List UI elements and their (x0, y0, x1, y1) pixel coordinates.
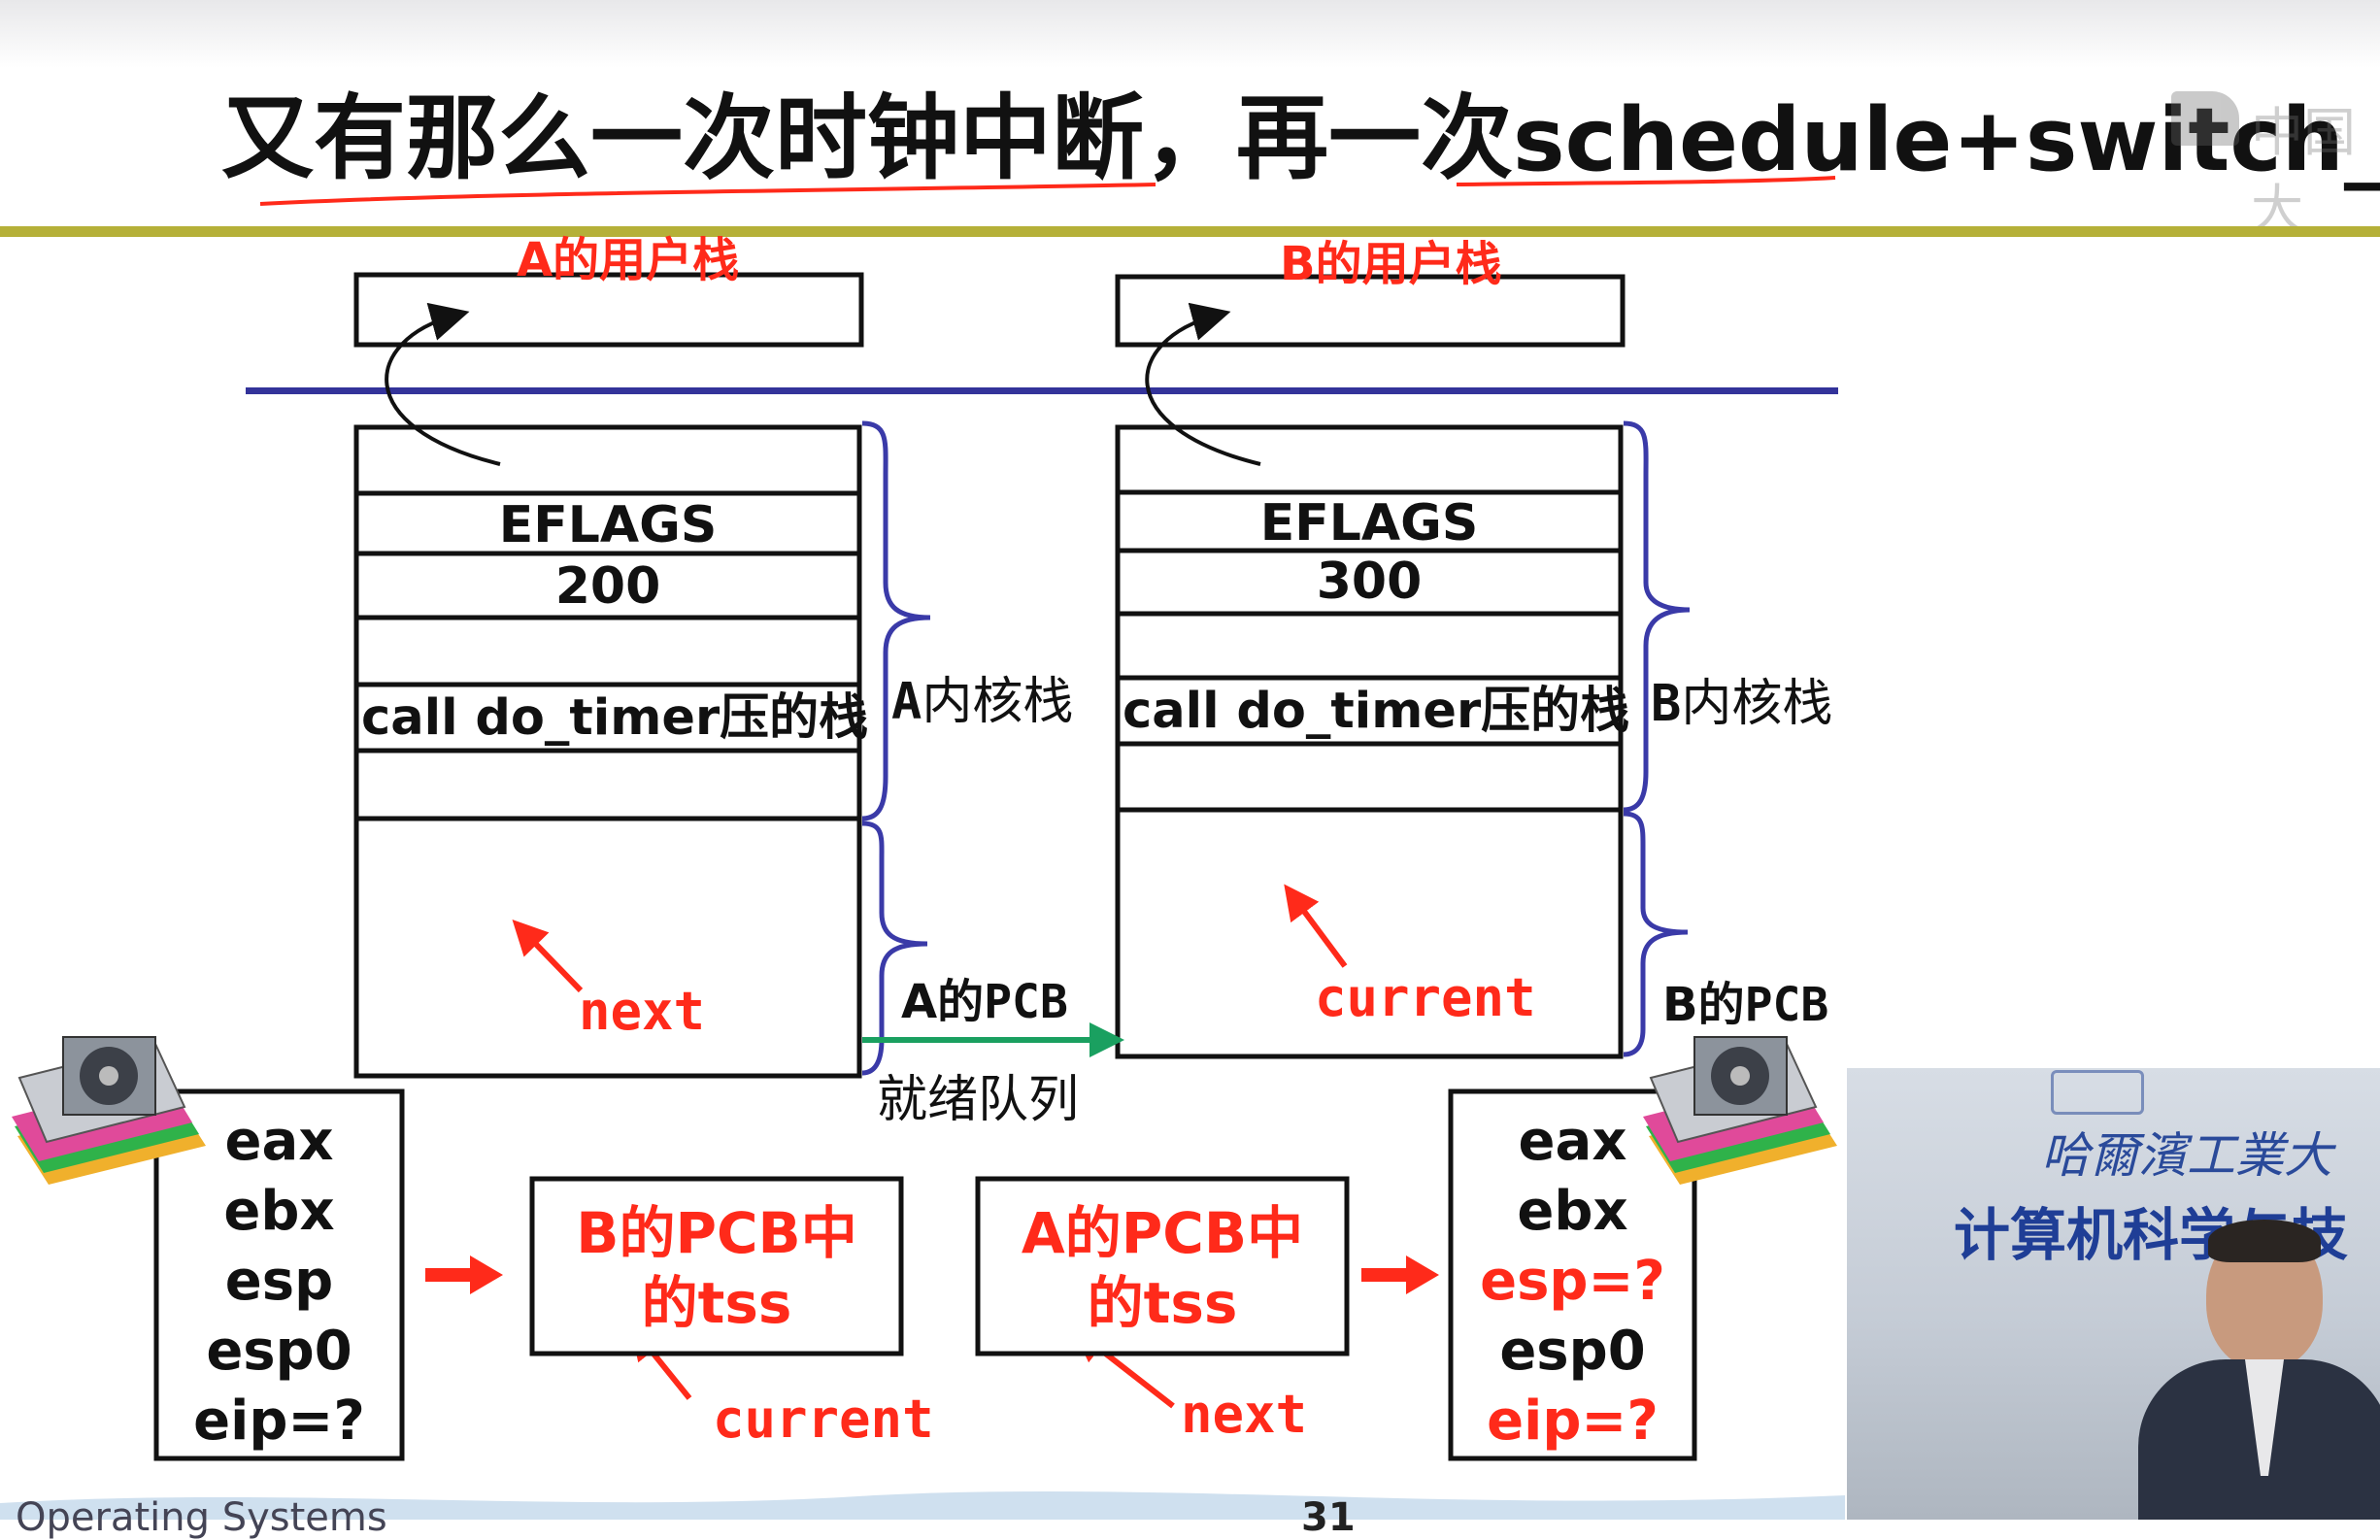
current-pointer-arrow (1284, 884, 1348, 968)
cpu-left-reg-esp0: esp0 (206, 1320, 352, 1383)
cpu-right-reg-esp: esp=? (1480, 1250, 1665, 1313)
next-pointer-arrow (512, 920, 584, 993)
cpu-left-registers: eax ebx esp esp0 eip=? (156, 1107, 402, 1456)
stack-a-return-arrow (385, 302, 501, 466)
slide-title: 又有那么一次时钟中断，再一次schedule+switch_to (221, 76, 2380, 202)
tss-b-current-label: current (713, 1389, 934, 1450)
presenter-video: 哈爾濱工業大 计算机科学与技 (1847, 1068, 2380, 1520)
stack-a-user-label: A的用户栈 (517, 233, 740, 287)
stack-a-pcb-label: A的PCB (901, 975, 1068, 1029)
cpu-right-registers: eax ebx esp=? esp0 eip=? (1451, 1107, 1694, 1456)
stack-a-kernel-label: A内核栈 (891, 673, 1074, 731)
tss-a-line2: 的tss (1087, 1270, 1238, 1336)
save-to-tss-arrow (425, 1255, 503, 1294)
cpu-right-reg-ebx: ebx (1517, 1180, 1628, 1243)
stack-a-pcb-brace (861, 820, 928, 1076)
ready-queue-label: 就绪队列 (877, 1071, 1080, 1129)
tss-a-next-label: next (1181, 1384, 1308, 1445)
watermark-logo: 中国大 (2171, 85, 2380, 240)
stack-b-eflags: EFLAGS (1259, 494, 1479, 552)
footer-decoration (0, 1490, 1845, 1520)
stack-a-next-label: next (579, 981, 706, 1042)
cpu-chip-icon-left (12, 1036, 206, 1185)
cpu-left-reg-ebx: ebx (223, 1180, 335, 1243)
watermark-text: 中国大 (2251, 102, 2356, 240)
cpu-right-reg-eip: eip=? (1487, 1389, 1659, 1453)
presenter-figure (2138, 1220, 2380, 1520)
video-sign-line1: 哈爾濱工業大 (2041, 1127, 2332, 1184)
footer-page-number: 31 (1301, 1495, 1356, 1540)
tss-b-line2: 的tss (641, 1270, 792, 1336)
stack-b-kernel-brace (1623, 420, 1691, 813)
title-underline-2 (1456, 176, 1836, 186)
cpu-left-reg-eax: eax (224, 1110, 334, 1173)
cpu-right-reg-eax: eax (1518, 1110, 1627, 1173)
stack-b-current-label: current (1315, 967, 1536, 1028)
stack-b-value: 300 (1316, 552, 1423, 611)
footer-left-text: Operating Systems (16, 1495, 387, 1540)
stack-b-pcb-label: B的PCB (1662, 978, 1829, 1032)
stack-a-call-row: call do_timer压的栈 (361, 689, 869, 747)
title-rule (0, 226, 2380, 237)
cpu-chip-icon-right (1643, 1036, 1837, 1185)
watermark-icon (2171, 91, 2239, 146)
title-underline-1 (259, 183, 1156, 206)
load-from-tss-arrow (1361, 1255, 1439, 1294)
tss-a-box (975, 1176, 1350, 1356)
header-band (0, 0, 2380, 68)
user-kernel-divider (246, 387, 1838, 394)
stack-b-pcb-brace (1623, 811, 1689, 1057)
tss-b-box (529, 1176, 904, 1356)
cpu-right-reg-esp0: esp0 (1499, 1320, 1646, 1383)
stack-b-user-label: B的用户栈 (1280, 237, 1502, 291)
tss-a-line1: A的PCB中 (1021, 1200, 1304, 1266)
stack-a-eflags: EFLAGS (498, 496, 718, 554)
cpu-left-reg-esp: esp (224, 1250, 334, 1313)
cpu-right-register-box (1448, 1088, 1697, 1461)
stack-b-call-row: call do_timer压的栈 (1123, 683, 1630, 740)
title-chinese: 又有那么一次时钟中断，再一次 (221, 85, 1514, 192)
title-latin: schedule+switch_to (1513, 89, 2380, 191)
stack-b-kernel-label: B内核栈 (1651, 675, 1833, 733)
tss-b-line1: B的PCB中 (576, 1200, 857, 1266)
cpu-left-reg-eip: eip=? (193, 1389, 365, 1453)
video-logo-emblem (2051, 1070, 2144, 1115)
stack-a-value: 200 (554, 557, 661, 616)
cpu-left-register-box (153, 1088, 405, 1461)
stack-b-return-arrow (1145, 302, 1261, 466)
stack-a-kernel-brace (861, 420, 931, 821)
